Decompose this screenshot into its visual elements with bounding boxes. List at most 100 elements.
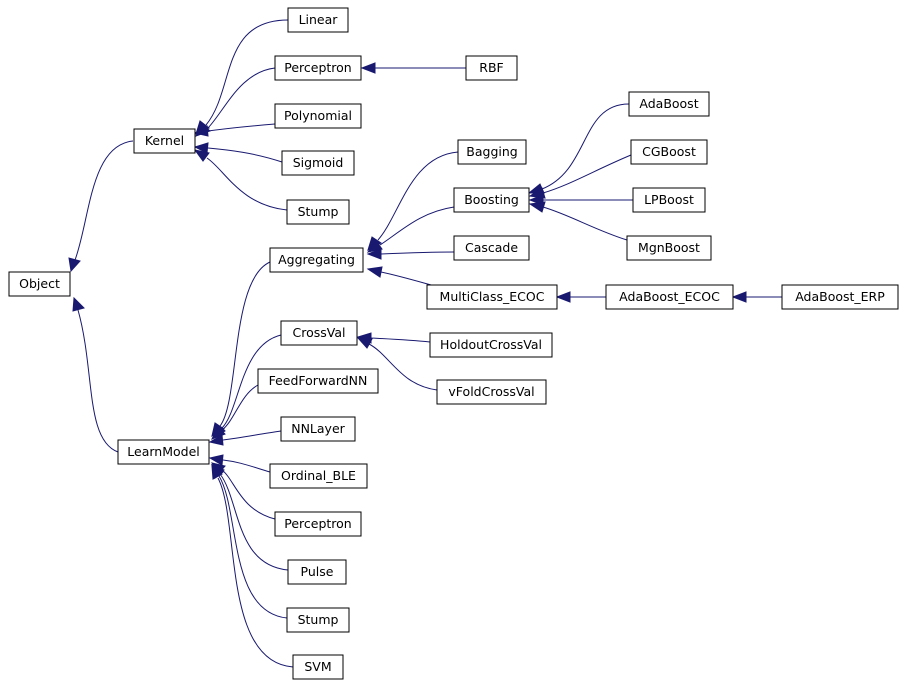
node-sigmoid-label: Sigmoid bbox=[293, 155, 344, 170]
edge-holdoutcrossval-to-crossval bbox=[370, 337, 431, 343]
arrowhead-adaboost-ecoc-to-multiclass-ecoc bbox=[555, 291, 571, 303]
edge-bagging-to-aggregating bbox=[377, 151, 459, 241]
node-cascade[interactable]: Cascade bbox=[453, 235, 530, 261]
node-holdoutcrossval[interactable]: HoldoutCrossVal bbox=[429, 332, 553, 358]
node-pulse[interactable]: Pulse bbox=[287, 559, 347, 585]
arrowhead-svm-to-learnmodel bbox=[211, 464, 223, 480]
node-stump-lm[interactable]: Stump bbox=[286, 607, 350, 633]
arrowhead-boosting-to-aggregating bbox=[366, 240, 383, 253]
node-adaboost-label: AdaBoost bbox=[639, 96, 698, 111]
arrowhead-ordinal-ble-to-learnmodel bbox=[208, 454, 224, 466]
edge-svm-to-learnmodel bbox=[217, 477, 294, 668]
node-bagging[interactable]: Bagging bbox=[457, 139, 527, 165]
node-multiclass-ecoc[interactable]: MultiClass_ECOC bbox=[426, 284, 558, 310]
edge-stump-lm-to-learnmodel bbox=[218, 475, 288, 619]
edge-sigmoid-to-kernel bbox=[207, 147, 283, 163]
node-adaboost[interactable]: AdaBoost bbox=[628, 91, 710, 117]
node-kernel-label: Kernel bbox=[145, 133, 184, 148]
node-learnmodel[interactable]: LearnModel bbox=[117, 439, 210, 465]
node-linear[interactable]: Linear bbox=[287, 7, 349, 33]
node-perceptron-lm-label: Perceptron bbox=[284, 516, 351, 531]
arrowhead-cascade-to-aggregating bbox=[366, 248, 382, 260]
node-kernel[interactable]: Kernel bbox=[133, 128, 196, 154]
node-perceptron-kernel-label: Perceptron bbox=[284, 60, 351, 75]
edge-feedforwardnn-to-learnmodel bbox=[221, 384, 259, 431]
arrowhead-multiclass-ecoc-to-aggregating bbox=[366, 266, 383, 278]
node-holdoutcrossval-label: HoldoutCrossVal bbox=[440, 337, 542, 352]
node-vfoldcrossval[interactable]: vFoldCrossVal bbox=[436, 379, 547, 405]
node-crossval[interactable]: CrossVal bbox=[280, 320, 358, 346]
edge-cascade-to-aggregating bbox=[380, 251, 455, 255]
node-adaboost-erp[interactable]: AdaBoost_ERP bbox=[781, 284, 899, 310]
node-pulse-label: Pulse bbox=[301, 564, 334, 579]
node-nnlayer[interactable]: NNLayer bbox=[280, 416, 356, 442]
node-polynomial-label: Polynomial bbox=[284, 108, 352, 123]
node-sigmoid[interactable]: Sigmoid bbox=[281, 150, 355, 176]
arrowhead-mgnboost-to-boosting bbox=[528, 201, 546, 213]
edge-aggregating-to-learnmodel bbox=[219, 261, 271, 427]
node-crossval-label: CrossVal bbox=[293, 325, 346, 340]
arrowhead-stump-kernel-to-kernel bbox=[193, 149, 210, 162]
node-polynomial[interactable]: Polynomial bbox=[274, 103, 362, 129]
node-ordinal-ble-label: Ordinal_BLE bbox=[281, 468, 356, 483]
edge-cgboost-to-boosting bbox=[542, 154, 632, 194]
arrowhead-rbf-to-perceptron bbox=[360, 62, 376, 74]
node-learnmodel-label: LearnModel bbox=[127, 444, 199, 459]
node-cascade-label: Cascade bbox=[465, 240, 518, 255]
edge-stump-kernel-to-kernel bbox=[206, 157, 288, 211]
node-object-label: Object bbox=[19, 276, 60, 291]
node-object[interactable]: Object bbox=[8, 271, 71, 297]
node-mgnboost-label: MgnBoost bbox=[638, 240, 700, 255]
arrowhead-vfoldcrossval-to-crossval bbox=[356, 337, 373, 349]
node-linear-label: Linear bbox=[299, 12, 339, 27]
node-adaboost-ecoc[interactable]: AdaBoost_ECOC bbox=[605, 284, 734, 310]
node-feedforwardnn[interactable]: FeedForwardNN bbox=[257, 368, 379, 394]
node-cgboost[interactable]: CGBoost bbox=[630, 139, 708, 165]
arrowhead-sigmoid-to-kernel bbox=[193, 142, 209, 154]
edge-learnmodel-to-object bbox=[77, 309, 119, 453]
node-boosting-label: Boosting bbox=[464, 192, 519, 207]
edge-nnlayer-to-learnmodel bbox=[222, 430, 282, 441]
node-vfoldcrossval-label: vFoldCrossVal bbox=[448, 384, 534, 399]
edges bbox=[68, 19, 782, 668]
node-cgboost-label: CGBoost bbox=[642, 144, 696, 159]
node-nnlayer-label: NNLayer bbox=[291, 421, 345, 436]
edge-polynomial-to-kernel bbox=[207, 123, 276, 132]
node-stump-kernel[interactable]: Stump bbox=[286, 199, 350, 225]
node-lpboost[interactable]: LPBoost bbox=[632, 187, 706, 213]
arrowhead-polynomial-to-kernel bbox=[193, 125, 209, 137]
node-lpboost-label: LPBoost bbox=[644, 192, 694, 207]
arrowhead-kernel-to-object bbox=[68, 257, 81, 273]
edge-kernel-to-object bbox=[74, 140, 134, 261]
node-mgnboost[interactable]: MgnBoost bbox=[626, 235, 712, 261]
node-perceptron-kernel[interactable]: Perceptron bbox=[274, 55, 362, 81]
node-adaboost-erp-label: AdaBoost_ERP bbox=[795, 289, 885, 304]
node-rbf-label: RBF bbox=[479, 60, 503, 75]
nodes: Object Kernel Linear Perceptron RBF Poly… bbox=[8, 7, 899, 680]
node-stump-lm-label: Stump bbox=[298, 612, 339, 627]
node-svm[interactable]: SVM bbox=[292, 654, 344, 680]
node-rbf[interactable]: RBF bbox=[465, 55, 518, 81]
edge-perceptron-lm-to-learnmodel bbox=[221, 469, 276, 520]
edge-mgnboost-to-boosting bbox=[542, 206, 628, 241]
node-adaboost-ecoc-label: AdaBoost_ECOC bbox=[619, 289, 720, 304]
node-perceptron-lm[interactable]: Perceptron bbox=[274, 511, 362, 537]
node-bagging-label: Bagging bbox=[466, 144, 517, 159]
arrowhead-learnmodel-to-object bbox=[72, 296, 85, 312]
edge-crossval-to-learnmodel bbox=[221, 334, 282, 429]
node-stump-kernel-label: Stump bbox=[298, 204, 339, 219]
edge-pulse-to-learnmodel bbox=[219, 473, 289, 571]
edge-vfoldcrossval-to-crossval bbox=[368, 343, 438, 391]
edge-linear-to-kernel bbox=[205, 19, 289, 126]
edge-boosting-to-aggregating bbox=[379, 206, 455, 246]
node-boosting[interactable]: Boosting bbox=[453, 187, 530, 213]
node-ordinal-ble[interactable]: Ordinal_BLE bbox=[269, 463, 368, 489]
edge-ordinal-ble-to-learnmodel bbox=[222, 459, 271, 473]
node-feedforwardnn-label: FeedForwardNN bbox=[269, 373, 368, 388]
node-aggregating[interactable]: Aggregating bbox=[269, 247, 364, 273]
node-svm-label: SVM bbox=[304, 659, 331, 674]
arrowhead-nnlayer-to-learnmodel bbox=[208, 434, 224, 446]
node-multiclass-ecoc-label: MultiClass_ECOC bbox=[440, 289, 545, 304]
arrowhead-adaboost-erp-to-adaboost-ecoc bbox=[731, 291, 747, 303]
node-aggregating-label: Aggregating bbox=[278, 252, 355, 267]
